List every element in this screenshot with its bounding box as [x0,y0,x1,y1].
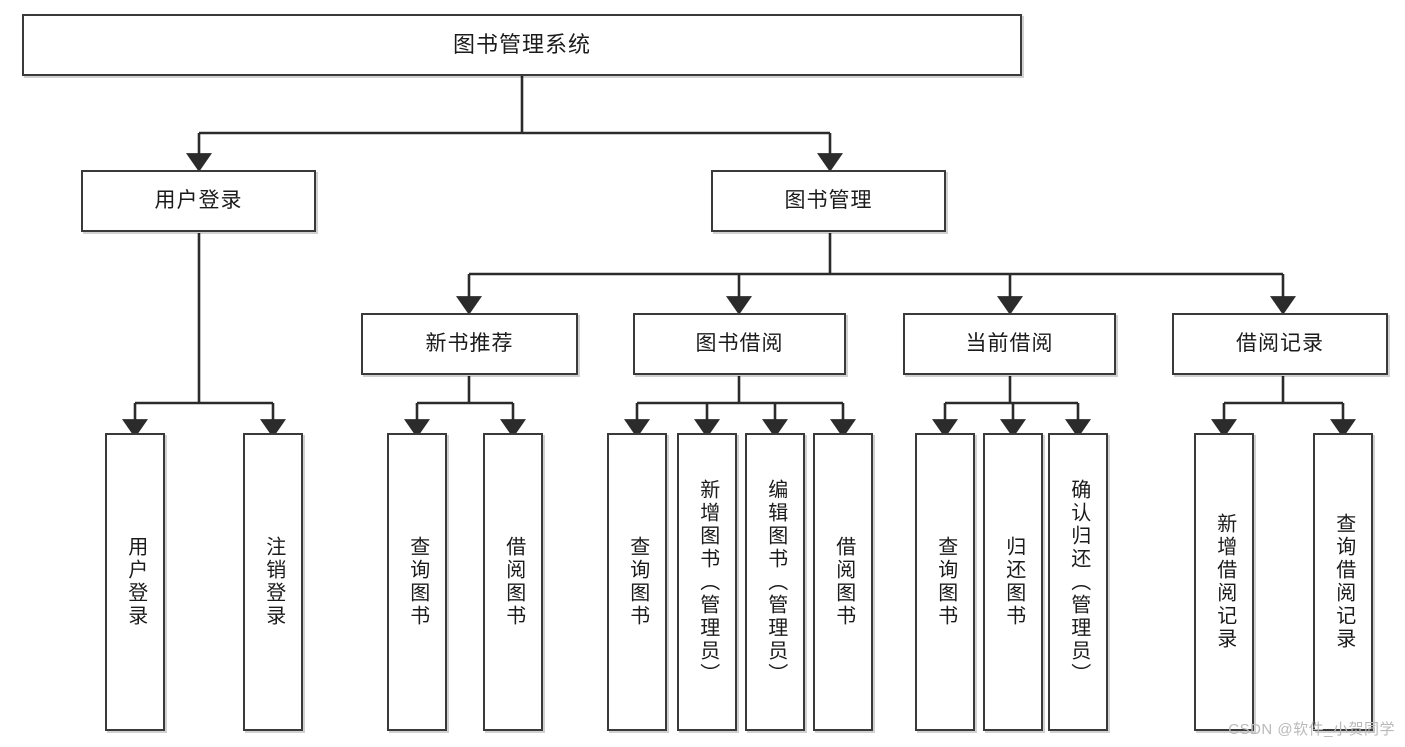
leaf-borrow-book-2[interactable]: 借阅图书 [813,433,873,731]
node-label: 查询图书 [934,536,957,628]
node-label: 图书管理 [784,188,873,212]
node-label: 查询图书 [626,536,649,628]
leaf-return-book[interactable]: 归还图书 [983,433,1043,731]
node-label: 新增借阅记录 [1213,513,1236,651]
node-new-book-rec[interactable]: 新书推荐 [361,313,578,375]
leaf-query-book-2[interactable]: 查询图书 [607,433,667,731]
node-book-borrow[interactable]: 图书借阅 [633,313,846,375]
node-label: 查询借阅记录 [1332,513,1355,651]
watermark-text: CSDN @软件_小贺同学 [1228,721,1395,738]
node-borrow-record[interactable]: 借阅记录 [1172,313,1388,375]
node-book-manage[interactable]: 图书管理 [711,170,946,232]
node-label: 用户登录 [124,536,147,628]
node-label: 归还图书 [1002,536,1025,628]
leaf-query-record[interactable]: 查询借阅记录 [1313,433,1373,731]
leaf-add-book[interactable]: 新增图书（管理员） [677,433,737,731]
node-label: 编辑图书（管理员） [764,478,787,686]
leaf-logout[interactable]: 注销登录 [243,433,303,731]
node-label: 确认归还（管理员） [1067,478,1090,686]
leaf-user-login[interactable]: 用户登录 [105,433,165,731]
node-current-borrow[interactable]: 当前借阅 [903,313,1116,375]
leaf-confirm-return[interactable]: 确认归还（管理员） [1048,433,1108,731]
node-user-login[interactable]: 用户登录 [81,170,316,232]
leaf-edit-book[interactable]: 编辑图书（管理员） [745,433,805,731]
node-label: 新书推荐 [425,331,514,355]
node-label: 图书管理系统 [452,32,591,58]
node-label: 当前借阅 [965,331,1054,355]
leaf-add-record[interactable]: 新增借阅记录 [1194,433,1254,731]
node-label: 图书借阅 [695,331,784,355]
node-label: 新增图书（管理员） [696,478,719,686]
node-label: 注销登录 [262,536,285,628]
node-label: 用户登录 [154,188,243,212]
node-root-system[interactable]: 图书管理系统 [22,14,1022,76]
leaf-borrow-book-1[interactable]: 借阅图书 [483,433,543,731]
node-label: 查询图书 [406,536,429,628]
leaf-query-book-1[interactable]: 查询图书 [387,433,447,731]
node-label: 借阅图书 [832,536,855,628]
node-label: 借阅记录 [1236,331,1324,355]
leaf-query-book-3[interactable]: 查询图书 [915,433,975,731]
node-label: 借阅图书 [502,536,525,628]
